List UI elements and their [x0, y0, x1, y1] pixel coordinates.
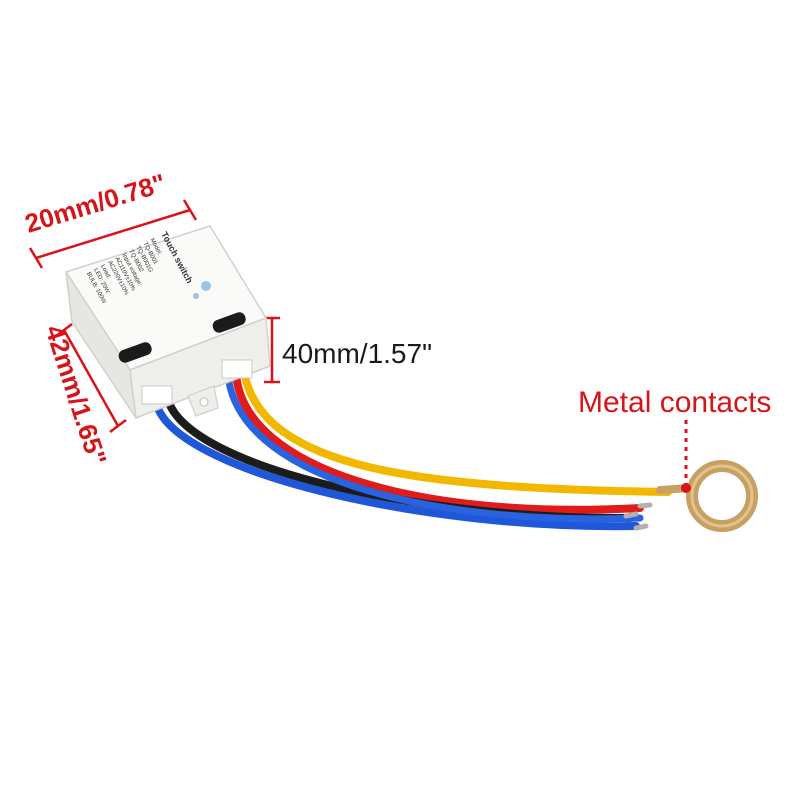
- housing-slot-right: [212, 312, 246, 333]
- metal-contacts-label: Metal contacts: [578, 386, 772, 419]
- housing-slot-left: [118, 342, 152, 363]
- metal-contact-ring: [656, 460, 758, 532]
- height-dimension-bracket: [55, 323, 127, 433]
- switch-housing: Touch switch Model: TQ-B001 TQ-B001G TQ-…: [64, 225, 271, 420]
- yellow-wire: [240, 368, 672, 496]
- touch-icon: [201, 281, 211, 291]
- red-wire: [232, 370, 644, 514]
- blue-wire: [152, 398, 640, 531]
- width-dimension-bracket: [28, 199, 198, 269]
- callout-dot: [681, 483, 691, 493]
- wire-bundle: [152, 368, 672, 531]
- blue-wire-upper: [224, 370, 644, 523]
- callout-leader: [681, 420, 691, 493]
- depth-dimension-label: 40mm/1.57": [282, 338, 433, 369]
